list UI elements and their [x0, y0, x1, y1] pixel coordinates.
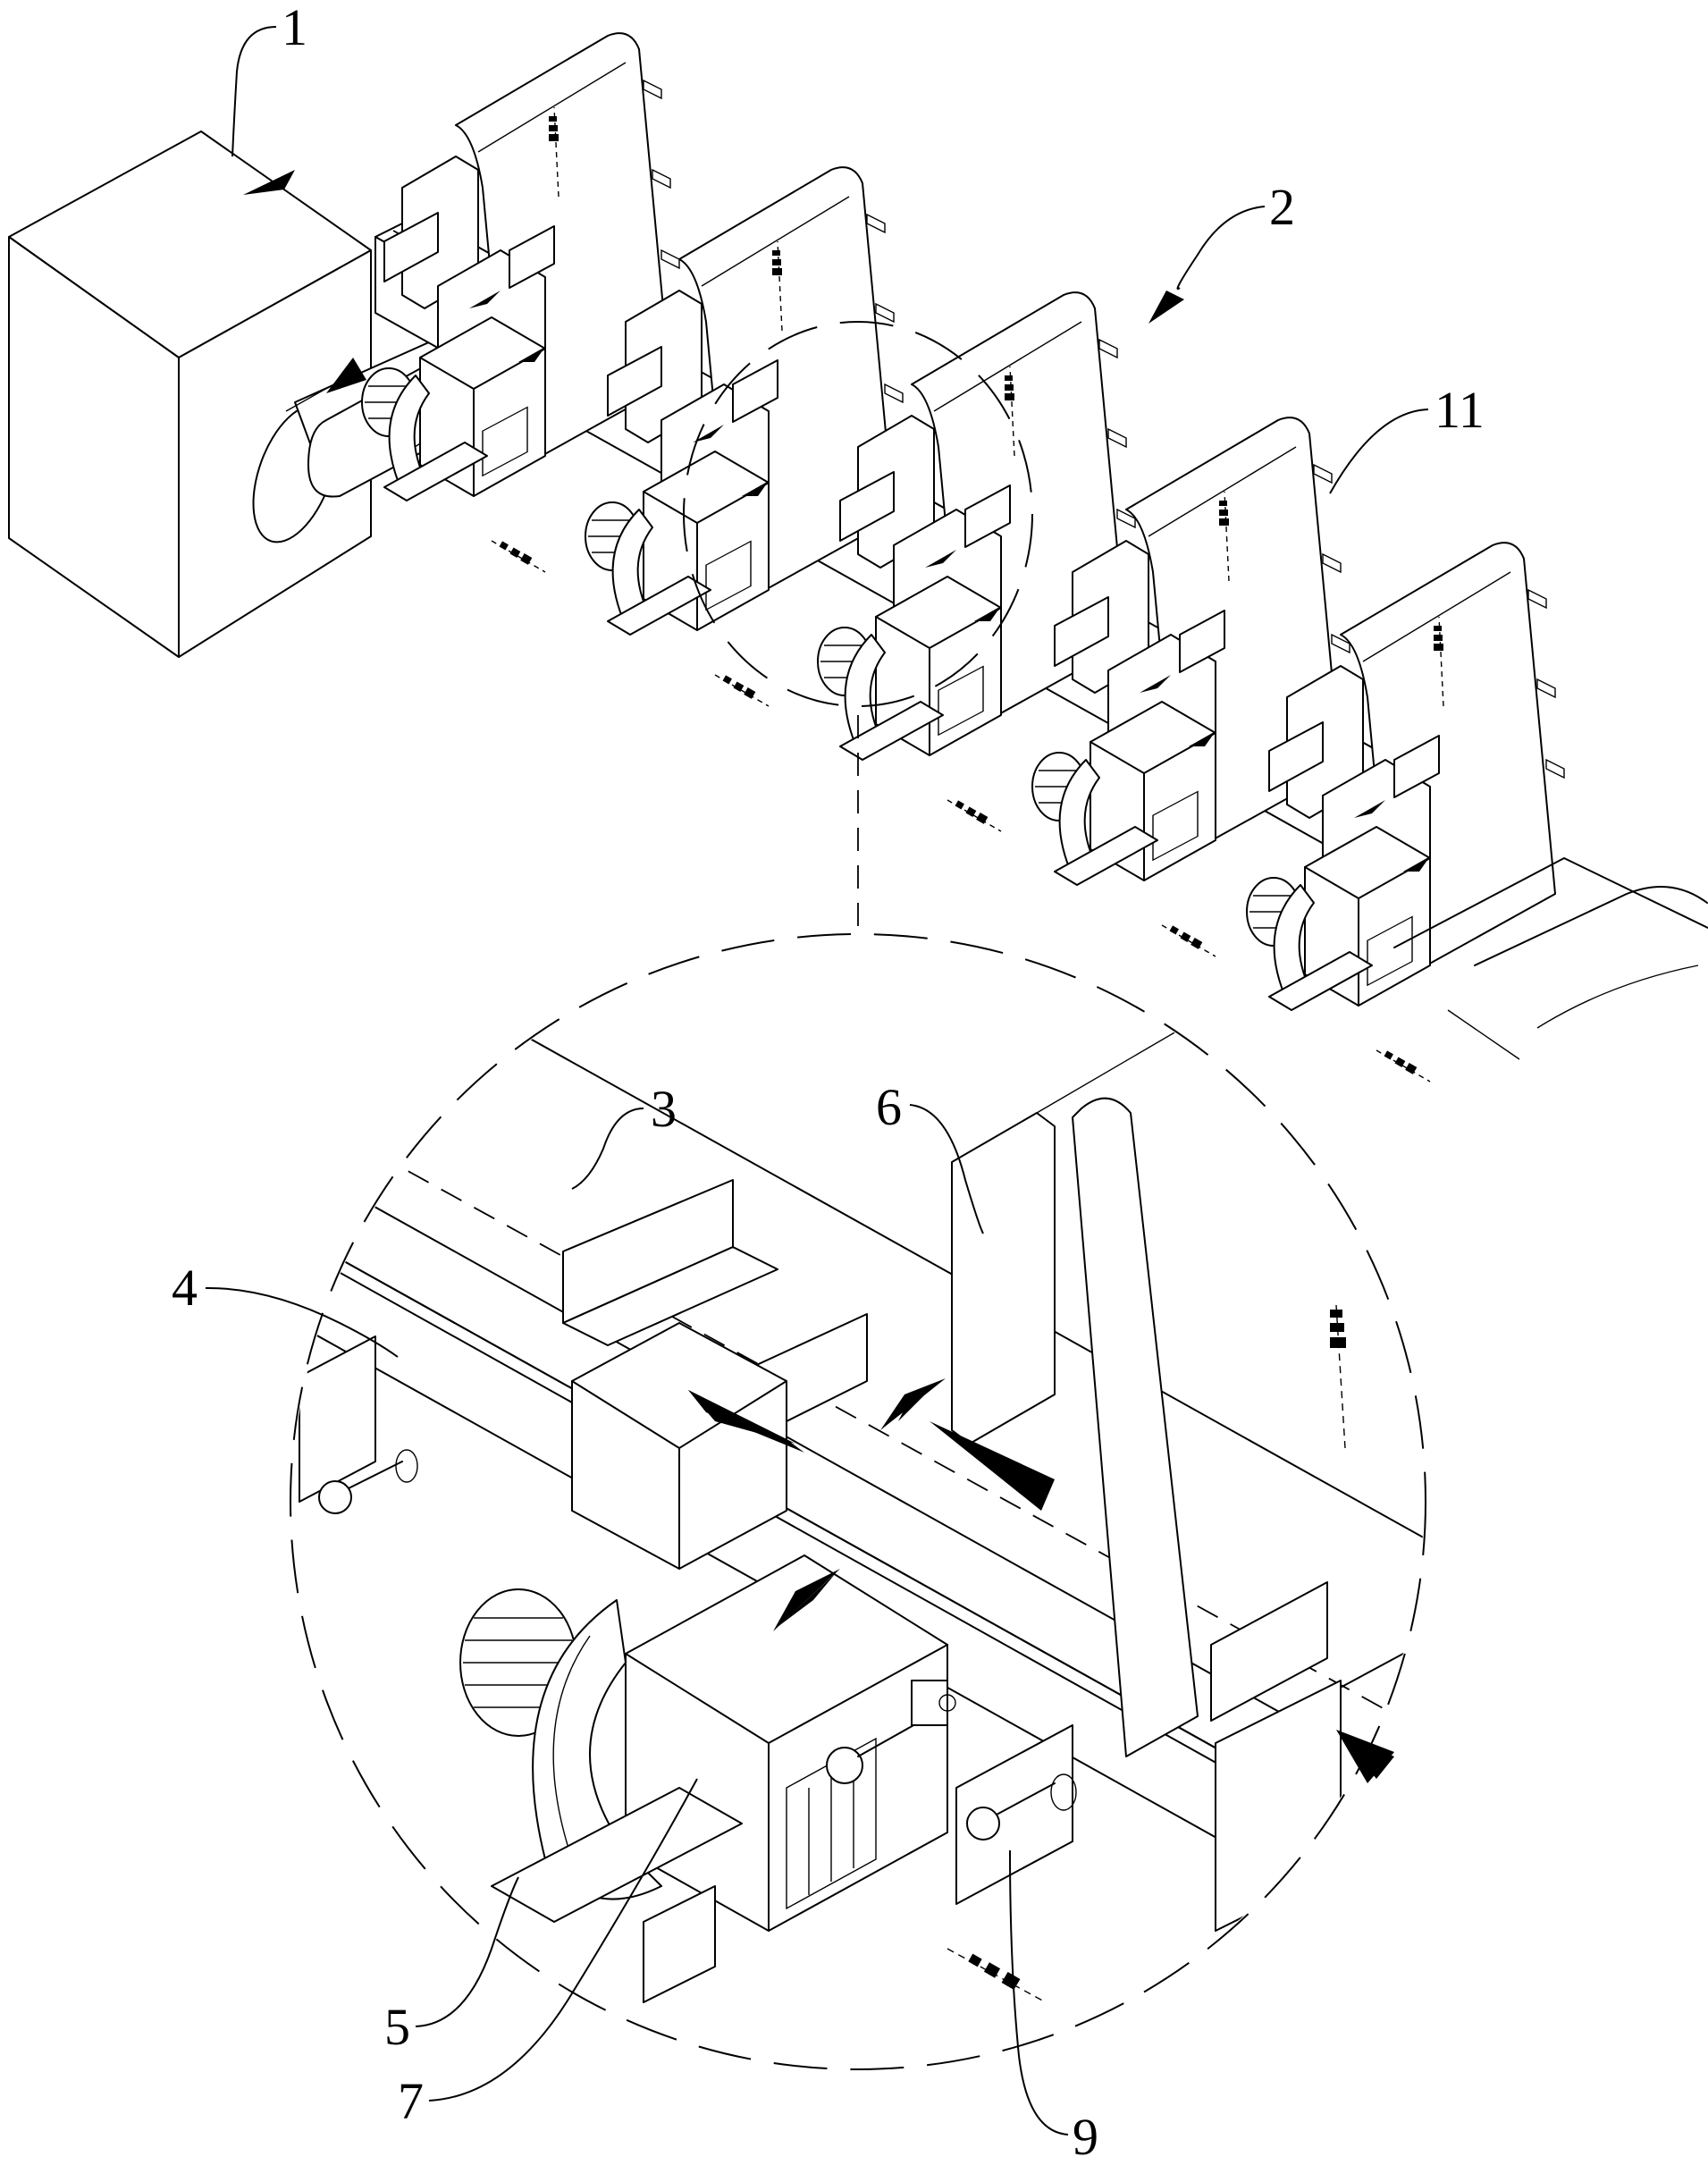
blower-5	[459, 1588, 662, 1900]
airflow-arrow-large	[930, 1421, 1055, 1511]
callout-7: 7	[398, 1778, 698, 2130]
callout-3: 3	[571, 1080, 677, 1190]
material-flow-arrow	[1330, 1304, 1346, 1449]
material-flow-arrow	[947, 1948, 1047, 2003]
svg-text:9: 9	[1073, 2108, 1098, 2165]
svg-text:4: 4	[172, 1259, 198, 1317]
overview-assembly	[8, 32, 1708, 1082]
detail-marker-circle	[683, 321, 1033, 707]
callout-2: 2	[1148, 178, 1295, 324]
valve-knob-9	[966, 1807, 1000, 1841]
callout-6: 6	[876, 1078, 984, 1234]
svg-text:7: 7	[398, 2072, 424, 2130]
svg-text:6: 6	[876, 1078, 902, 1136]
callouts: 1 2 11 3 4 6 5 7	[172, 0, 1485, 2165]
callout-4: 4	[172, 1259, 399, 1358]
airflow-arrow	[326, 358, 366, 393]
detail-view	[290, 933, 1426, 2070]
svg-text:1: 1	[282, 0, 307, 56]
callout-11: 11	[1329, 381, 1485, 494]
svg-text:11: 11	[1435, 381, 1485, 439]
detail-circle	[290, 933, 1426, 2070]
feed-chute-6	[951, 1112, 1056, 1445]
svg-text:5: 5	[384, 1998, 410, 2056]
svg-text:2: 2	[1269, 178, 1295, 236]
callout-1: 1	[231, 0, 307, 157]
callout-9: 9	[1009, 1849, 1098, 2165]
svg-text:3: 3	[651, 1080, 677, 1138]
dryer-modules	[361, 32, 1708, 1082]
callout-5: 5	[384, 1876, 519, 2056]
